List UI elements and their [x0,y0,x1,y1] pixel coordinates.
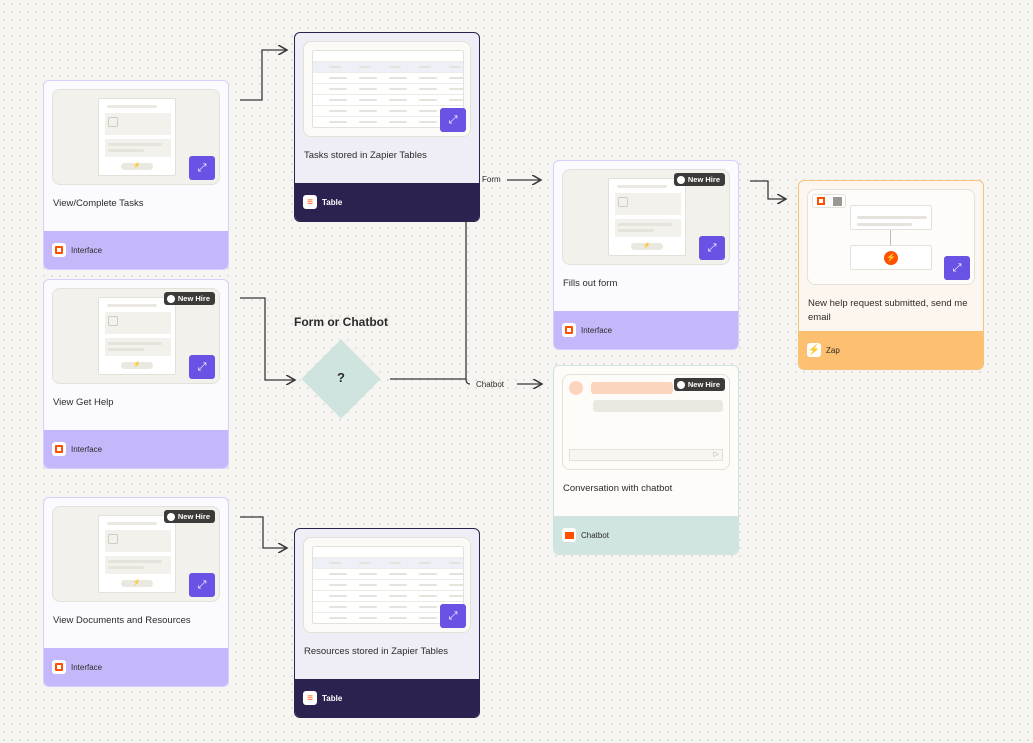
edge-decision-branch [390,222,467,380]
user-icon [166,512,175,521]
table-app-icon: ≡ [303,195,317,209]
new-hire-badge: New Hire [163,510,215,523]
card-title: New help request submitted, send me emai… [808,298,968,323]
interface-app-icon [52,442,66,456]
expand-icon: ⤢ [197,578,207,591]
new-hire-badge: New Hire [673,378,725,391]
expand-button[interactable]: ⤢ [189,573,215,597]
card-help-request-zap[interactable]: ⚡⤢New help request submitted, send me em… [798,180,984,370]
card-title: View Documents and Resources [53,615,191,626]
expand-icon: ⤢ [197,161,207,174]
app-label: Interface [581,325,613,335]
app-label: Table [322,693,343,703]
image-icon [108,117,118,127]
card-footer: Interface [554,311,738,349]
expand-button[interactable]: ⤢ [440,604,466,628]
interface-app-icon [52,243,66,257]
edge-label-form: Form [482,175,501,184]
card-title: Resources stored in Zapier Tables [304,646,448,657]
card-title: Fills out form [563,278,618,289]
card-preview: ▷New Hire [562,374,730,470]
edge-tasks-to-table [240,50,287,101]
card-preview: ⚡New Hire⤢ [52,506,220,602]
edge-help-to-decision [240,297,295,380]
new-hire-badge: New Hire [673,173,725,186]
new-hire-badge: New Hire [163,292,215,305]
card-title: View Get Help [53,397,114,408]
expand-icon: ⤢ [448,609,458,622]
expand-icon: ⤢ [952,261,962,274]
chatbot-app-icon [562,528,576,542]
image-icon [108,316,118,326]
expand-button[interactable]: ⤢ [440,108,466,132]
card-title: Conversation with chatbot [563,483,673,494]
card-preview: ⚡New Hire⤢ [562,169,730,265]
app-label: Chatbot [581,530,610,540]
expand-button[interactable]: ⤢ [944,256,970,280]
app-label: Table [322,197,343,207]
user-icon [676,175,685,184]
expand-icon: ⤢ [448,113,458,126]
interface-app-icon [52,660,66,674]
card-tasks-table[interactable]: ⤢ Tasks stored in Zapier Tables ≡ Table [294,32,480,222]
card-footer: ≡ Table [295,183,479,221]
edge-form-to-zap [750,180,786,199]
expand-button[interactable]: ⤢ [699,236,725,260]
card-footer: Interface [44,430,228,468]
decision-title: Form or Chatbot [294,315,388,329]
card-footer: ⚡ Zap [799,331,983,369]
user-icon [166,294,175,303]
expand-button[interactable]: ⤢ [189,355,215,379]
card-footer: ≡ Table [295,679,479,717]
card-resources-table[interactable]: ⤢ Resources stored in Zapier Tables ≡ Table [294,528,480,718]
expand-button[interactable]: ⤢ [189,156,215,180]
card-footer: Chatbot [554,516,738,554]
card-footer: Interface [44,648,228,686]
table-app-icon: ≡ [303,691,317,705]
expand-icon: ⤢ [197,360,207,373]
image-icon [618,197,628,207]
card-title: Tasks stored in Zapier Tables [304,150,427,161]
image-icon [108,534,118,544]
app-label: Interface [71,662,103,672]
app-label: Interface [71,444,103,454]
card-preview: ⚡⤢ [52,89,220,185]
app-label: Zap [826,345,840,355]
edge-label-chatbot: Chatbot [476,380,505,389]
user-icon [676,380,685,389]
zap-app-icon: ⚡ [807,343,821,357]
expand-icon: ⤢ [707,241,717,254]
card-title: View/Complete Tasks [53,198,144,209]
card-preview: ⚡New Hire⤢ [52,288,220,384]
interface-app-icon [562,323,576,337]
edge-docs-to-resources [240,516,287,548]
card-preview: ⚡⤢ [807,189,975,285]
decision-symbol: ? [337,370,345,385]
edge-chatbot-arrow [465,379,542,384]
app-label: Interface [71,245,103,255]
card-preview: ⤢ [303,41,471,137]
card-footer: Interface [44,231,228,269]
card-preview: ⤢ [303,537,471,633]
